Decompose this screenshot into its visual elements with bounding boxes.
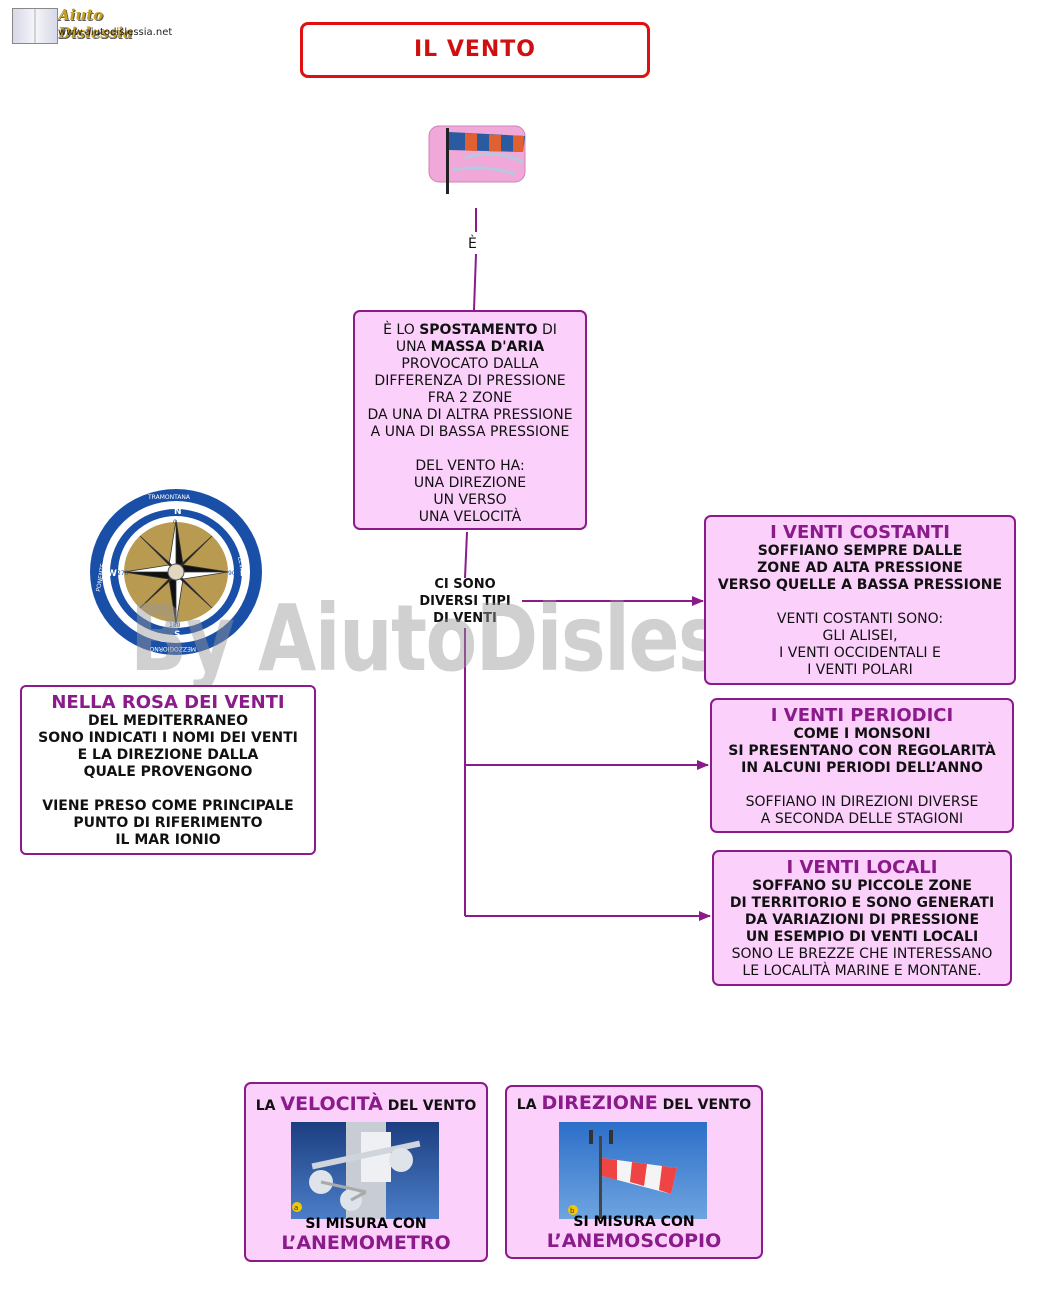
def-text: DA UNA DI ALTRA PRESSIONE: [367, 407, 573, 423]
periodic-winds-box: I VENTI PERIODICI COME I MONSONI SI PRES…: [710, 698, 1014, 833]
periodic-winds-text: SOFFIANO IN DIREZIONI DIVERSE: [745, 794, 979, 810]
constant-winds-text: SOFFIANO SEMPRE DALLE: [757, 543, 963, 559]
anemoscope-image: b: [559, 1122, 707, 1219]
direction-caption-pre: LA: [516, 1097, 542, 1113]
compass-deg-0: 0: [173, 519, 177, 526]
page-title: IL VENTO: [300, 22, 650, 78]
wind-rose-text: VIENE PRESO COME PRINCIPALE: [42, 798, 294, 814]
anemometer-image: a: [291, 1122, 439, 1219]
wind-rose-text: SONO INDICATI I NOMI DEI VENTI: [38, 730, 298, 746]
types-label-line: DI VENTI: [433, 611, 497, 626]
compass-deg-180: 180: [169, 622, 181, 629]
def-text: UN VERSO: [433, 492, 507, 508]
def-text: DI: [537, 322, 557, 338]
site-logo: Aiuto Dislessia www.aiutodislessia.net: [12, 6, 172, 44]
local-winds-text: SOFFANO SU PICCOLE ZONE: [752, 878, 972, 894]
compass-e: E: [240, 569, 246, 579]
direction-caption-post: DEL VENTO: [657, 1097, 752, 1113]
periodic-winds-text: A SECONDA DELLE STAGIONI: [760, 811, 964, 827]
def-text: FRA 2 ZONE: [427, 390, 513, 406]
local-winds-text: DI TERRITORIO E SONO GENERATI: [729, 895, 995, 911]
compass-w: W: [107, 569, 117, 579]
speed-measure-text: SI MISURA CON: [305, 1216, 427, 1232]
periodic-winds-text: SI PRESENTANO CON REGOLARITÀ: [728, 743, 996, 759]
def-text: DIFFERENZA DI PRESSIONE: [374, 373, 566, 389]
connector-label-e: È: [468, 236, 477, 252]
def-text: A UNA DI BASSA PRESSIONE: [370, 424, 570, 440]
def-keyword: MASSA D'ARIA: [430, 339, 545, 355]
constant-winds-text: I VENTI OCCIDENTALI E: [779, 645, 941, 661]
windsock-icon: [428, 125, 526, 194]
compass-tramontana: TRAMONTANA: [147, 494, 191, 501]
local-winds-text: SONO LE BREZZE CHE INTERESSANO: [731, 946, 993, 962]
def-text: UNA: [395, 339, 431, 355]
compass-deg-90: 90: [228, 570, 236, 577]
local-winds-text: LE LOCALITÀ MARINE E MONTANE.: [742, 963, 982, 979]
periodic-winds-title: I VENTI PERIODICI: [770, 705, 954, 726]
speed-caption-post: DEL VENTO: [382, 1098, 477, 1114]
constant-winds-title: I VENTI COSTANTI: [770, 522, 950, 543]
direction-caption-key: DIREZIONE: [541, 1092, 658, 1114]
compass-s: S: [174, 630, 180, 640]
logo-brand: Aiuto Dislessia: [58, 6, 133, 42]
image-badge-b: b: [570, 1207, 575, 1215]
logo-url: www.aiutodislessia.net: [58, 27, 173, 38]
def-keyword: SPOSTAMENTO: [419, 322, 538, 338]
wind-rose-text: DEL MEDITERRANEO: [88, 713, 248, 729]
def-text: È LO: [383, 322, 420, 338]
periodic-winds-text: COME I MONSONI: [793, 726, 931, 742]
def-text: DEL VENTO HA:: [415, 458, 525, 474]
constant-winds-text: VENTI COSTANTI SONO:: [776, 611, 944, 627]
direction-measure: SI MISURA CON L’ANEMOSCOPIO: [505, 1214, 763, 1252]
def-text: UNA DIREZIONE: [413, 475, 527, 491]
direction-measure-text: SI MISURA CON: [573, 1214, 695, 1230]
constant-winds-text: ZONE AD ALTA PRESSIONE: [757, 560, 963, 576]
speed-caption-pre: LA: [255, 1098, 281, 1114]
wind-rose-text: QUALE PROVENGONO: [83, 764, 253, 780]
wind-rose-text: IL MAR IONIO: [115, 832, 221, 848]
periodic-winds-text: IN ALCUNI PERIODI DELL’ANNO: [741, 760, 983, 776]
constant-winds-text: GLI ALISEI,: [822, 628, 898, 644]
wind-rose-text: PUNTO DI RIFERIMENTO: [73, 815, 263, 831]
constant-winds-box: I VENTI COSTANTI SOFFIANO SEMPRE DALLE Z…: [704, 515, 1016, 685]
constant-winds-text: VERSO QUELLE A BASSA PRESSIONE: [717, 577, 1003, 593]
image-badge-a: a: [294, 1204, 298, 1212]
constant-winds-text: I VENTI POLARI: [807, 662, 913, 678]
def-text: PROVOCATO DALLA: [401, 356, 539, 372]
local-winds-title: I VENTI LOCALI: [786, 857, 938, 878]
types-label-line: DIVERSI TIPI: [419, 594, 511, 609]
wind-rose-title: NELLA ROSA DEI VENTI: [51, 692, 285, 713]
definition-box: È LO SPOSTAMENTO DI UNA MASSA D'ARIA PRO…: [353, 310, 587, 530]
direction-instrument: L’ANEMOSCOPIO: [546, 1230, 722, 1252]
compass-mezzogiorno: MEZZOGIORNO: [149, 645, 196, 652]
compass-rose-icon: N S E W 0 90 180 270 TRAMONTANA LEVANTE …: [90, 489, 262, 655]
wind-rose-box: NELLA ROSA DEI VENTI DEL MEDITERRANEO SO…: [20, 685, 316, 855]
speed-measure: SI MISURA CON L’ANEMOMETRO: [244, 1216, 488, 1254]
compass-n: N: [174, 507, 182, 517]
def-text: UNA VELOCITÀ: [418, 509, 522, 525]
local-winds-text: UN ESEMPIO DI VENTI LOCALI: [745, 929, 979, 945]
types-label: CI SONO DIVERSI TIPI DI VENTI: [405, 576, 525, 627]
local-winds-text: DA VARIAZIONI DI PRESSIONE: [744, 912, 980, 928]
book-icon: [12, 8, 58, 44]
speed-instrument: L’ANEMOMETRO: [281, 1232, 451, 1254]
local-winds-box: I VENTI LOCALI SOFFANO SU PICCOLE ZONE D…: [712, 850, 1012, 986]
compass-deg-270: 270: [117, 570, 129, 577]
speed-caption-key: VELOCITÀ: [280, 1093, 383, 1115]
wind-rose-text: E LA DIREZIONE DALLA: [77, 747, 259, 763]
types-label-line: CI SONO: [434, 577, 496, 592]
compass-ponente: PONENTE: [95, 563, 107, 593]
compass-levante: LEVANTE: [236, 556, 248, 584]
